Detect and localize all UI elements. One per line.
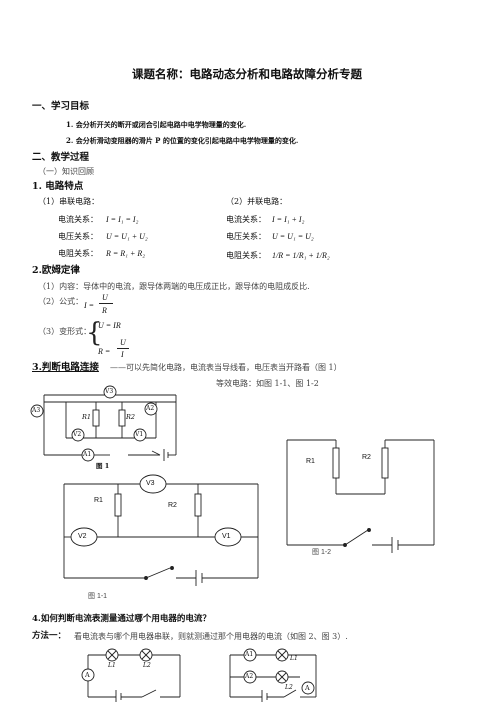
figure-1-1-meters xyxy=(70,474,242,580)
equivalent-text: 等效电路：如图 1-1、图 1-2 xyxy=(216,379,319,388)
section-heading-goals: 一、学习目标 xyxy=(32,101,90,112)
parallel-resistance-eq: 1/R = 1/R₁ + 1/R₂ xyxy=(272,251,330,260)
judge-text: ——可以先简化电路，电流表当导线看，电压表当开路看（图 1） xyxy=(110,363,342,372)
figure-2 xyxy=(87,654,181,702)
parallel-resistance-label: 电阻关系： xyxy=(226,251,266,260)
ohms-law-content: （1）内容：导体中的电流，跟导体两端的电压成正比，跟导体的电阻成反比. xyxy=(38,282,310,291)
parallel-current-eq: I = I₁ + I₂ xyxy=(272,215,305,224)
figure-1-meters xyxy=(30,385,158,462)
fig11-caption: 图 1-1 xyxy=(88,593,108,600)
fig11-label-v1: V1 xyxy=(222,533,231,540)
fig1-label-v2: V2 xyxy=(73,431,82,438)
fig2-label-l2: L2 xyxy=(143,662,151,669)
series-resistance-eq: R = R₁ + R₂ xyxy=(106,249,146,258)
page-title: 课题名称：电路动态分析和电路故障分析专题 xyxy=(132,67,362,81)
heading-judge-circuit: 3.判断电路连接 xyxy=(32,362,99,373)
parallel-voltage-label: 电压关系： xyxy=(226,232,266,241)
fig3-label-a: A xyxy=(305,684,310,692)
fig3-label-l2: L2 xyxy=(285,684,293,691)
fig3-label-a1: A1 xyxy=(245,651,254,658)
fig12-label-r1: R1 xyxy=(306,458,315,465)
heading-ohms-law: 2.欧姆定律 xyxy=(32,265,80,276)
parallel-voltage-eq: U = U₁ = U₂ xyxy=(272,232,314,241)
fig3-label-a2: A2 xyxy=(245,673,254,680)
series-voltage-label: 电压关系： xyxy=(58,232,98,241)
fig11-label-v2: V2 xyxy=(78,533,87,540)
method1-label: 方法一： xyxy=(32,631,67,641)
heading-ammeter-judge: 4.如何判断电流表测量通过哪个用电器的电流？ xyxy=(32,614,211,624)
parallel-label: （2）并联电路： xyxy=(226,197,288,206)
fig12-label-r2: R2 xyxy=(362,454,371,461)
parallel-current-label: 电流关系： xyxy=(226,215,266,224)
fig2-label-a: A xyxy=(85,671,90,679)
transform-eq-1: U = IR xyxy=(98,321,121,330)
goal-2: 2. 会分析滑动变阻器的滑片 P 的位置的变化引起电路中电学物理量的变化. xyxy=(66,136,299,145)
figure-2-parts xyxy=(81,648,153,682)
fig1-label-r1: R1 xyxy=(82,413,92,421)
method1-text: 看电流表与哪个用电器串联，则就测通过那个用电器的电流（如图 2、图 3）. xyxy=(74,632,348,641)
series-current-label: 电流关系： xyxy=(58,215,98,224)
fig1-caption: 图 1 xyxy=(96,462,110,470)
fig1-label-a1: A1 xyxy=(83,451,92,458)
fig11-label-r2: R2 xyxy=(168,502,177,509)
series-resistance-label: 电阻关系： xyxy=(58,249,98,258)
figure-1-2 xyxy=(286,439,435,553)
ohms-law-formula-label: （2）公式： xyxy=(38,297,84,306)
fig1-label-v1: V1 xyxy=(135,431,144,438)
ohms-law-transform-label: （3）变形式： xyxy=(38,327,92,336)
fig1-label-v3: V3 xyxy=(105,388,114,395)
fig12-caption: 图 1-2 xyxy=(312,549,332,556)
heading-circuit-features: 1. 电路特点 xyxy=(32,181,84,192)
fig1-label-r2: R2 xyxy=(126,413,136,421)
fig1-label-a2: A2 xyxy=(146,405,155,412)
figure-1 xyxy=(43,394,177,461)
goal-1: 1. 会分析开关的断开或闭合引起电路中电学物理量的变化. xyxy=(66,120,247,129)
fig11-label-v3: V3 xyxy=(146,480,155,487)
sub-heading-review: （一）知识回顾 xyxy=(38,167,94,176)
fig3-label-l1: L1 xyxy=(290,655,298,662)
fig1-label-a3: A3 xyxy=(32,407,41,414)
series-voltage-eq: U = U₁ + U₂ xyxy=(106,232,148,241)
fig11-label-r1: R1 xyxy=(94,497,103,504)
figure-3 xyxy=(229,654,317,702)
fig2-label-l1: L1 xyxy=(108,662,116,669)
figure-3-parts xyxy=(243,648,315,695)
series-current-eq: I = I₁ = I₂ xyxy=(106,215,139,224)
section-heading-process: 二、教学过程 xyxy=(32,152,90,163)
series-label: （1）串联电路： xyxy=(38,197,100,206)
transform-brace: { xyxy=(86,318,103,348)
